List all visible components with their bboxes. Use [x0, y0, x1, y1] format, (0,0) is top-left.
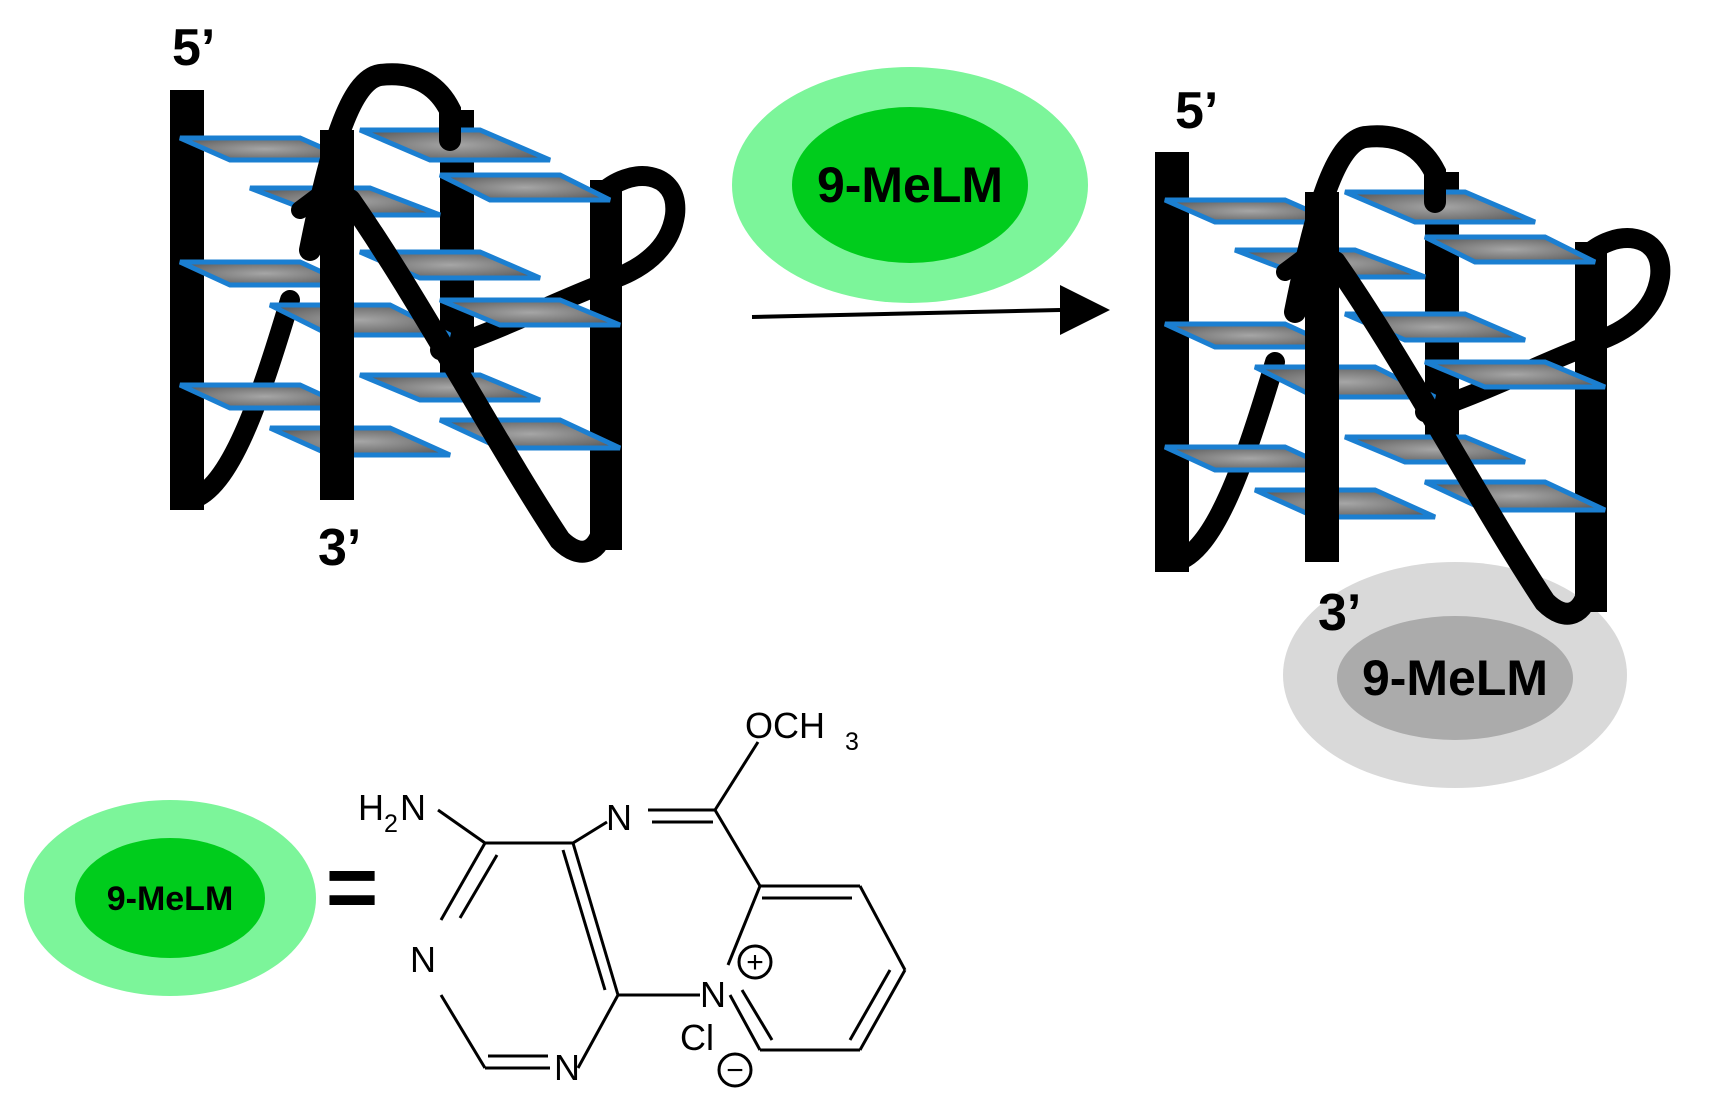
label-3prime-right: 3’ [1318, 584, 1361, 642]
atom-methoxy-subscript: 3 [845, 728, 859, 756]
atom-chloride: Cl [680, 1017, 714, 1058]
chemical-structure-9-MeLM [437, 741, 907, 1088]
atom-N-imine: N [606, 797, 632, 838]
ligand-badge-small: 9-MeLM [24, 800, 316, 996]
atom-N-pyridinium: N [700, 974, 726, 1015]
atom-H-subscript: 2 [384, 810, 398, 838]
atom-methoxy: OCH [745, 705, 825, 746]
negative-charge: − [726, 1054, 744, 1087]
label-5prime-left: 5’ [172, 19, 215, 77]
atom-amine-N: N [400, 787, 426, 828]
atom-H: H [358, 787, 384, 828]
ligand-label-large: 9-MeLM [817, 157, 1003, 213]
bound-ligand-badge: 9-MeLM [1283, 562, 1627, 788]
g-quadruplex-unbound [170, 74, 675, 551]
reaction-arrow [751, 285, 1110, 335]
label-3prime-left: 3’ [318, 519, 361, 577]
g-quadruplex-bound [1155, 136, 1660, 613]
atom-N-pyrimidine-left: N [410, 939, 436, 980]
ligand-badge-large: 9-MeLM [732, 67, 1088, 303]
atom-N-pyrimidine-bottom: N [554, 1047, 580, 1088]
ligand-label-small: 9-MeLM [107, 880, 234, 918]
equals-sign: = [326, 838, 379, 938]
positive-charge: + [746, 946, 764, 979]
ligand-label-bound: 9-MeLM [1362, 650, 1548, 706]
label-5prime-right: 5’ [1175, 82, 1218, 140]
